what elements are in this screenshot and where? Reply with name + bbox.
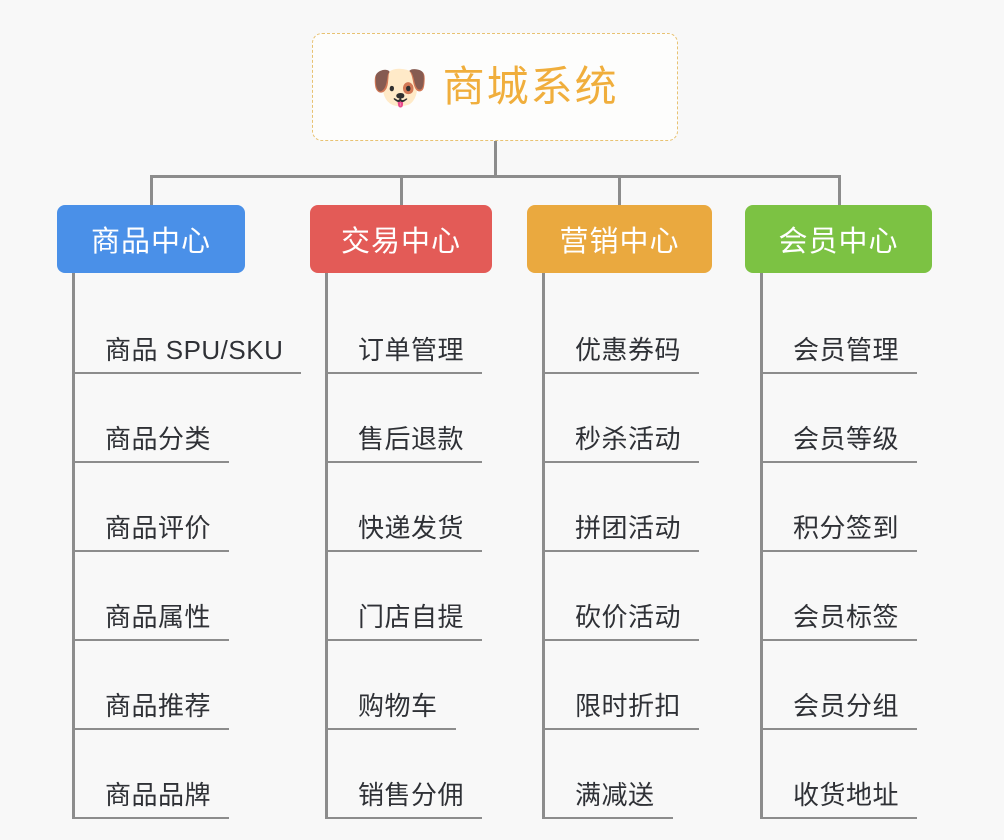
list-item-label: 快递发货 xyxy=(358,513,465,544)
list-item-label: 门店自提 xyxy=(358,602,465,633)
list-item[interactable]: 积分签到 xyxy=(763,463,932,552)
list-item[interactable]: 快递发货 xyxy=(328,463,492,552)
leaf-list-member: 会员管理 会员等级 积分签到 会员标签 会员分组 收货地址 xyxy=(760,273,932,819)
root-stem-connector xyxy=(494,141,497,177)
list-item[interactable]: 商品评价 xyxy=(75,463,245,552)
list-item[interactable]: 售后退款 xyxy=(328,374,492,463)
horizontal-bus-connector xyxy=(150,175,841,178)
list-item-label: 商品属性 xyxy=(105,602,212,633)
list-item-label: 秒杀活动 xyxy=(575,424,682,455)
list-item-label: 积分签到 xyxy=(793,513,900,544)
list-item-label: 商品品牌 xyxy=(105,780,212,811)
list-item-label: 拼团活动 xyxy=(575,513,682,544)
list-item-label: 商品分类 xyxy=(105,424,212,455)
list-item-label: 订单管理 xyxy=(358,335,465,366)
list-item[interactable]: 限时折扣 xyxy=(545,641,712,730)
list-item[interactable]: 砍价活动 xyxy=(545,552,712,641)
list-item-label: 收货地址 xyxy=(793,780,900,811)
list-item[interactable]: 订单管理 xyxy=(328,285,492,374)
category-header-trade[interactable]: 交易中心 xyxy=(310,205,492,273)
list-item-label: 优惠券码 xyxy=(575,335,682,366)
list-item-label: 销售分佣 xyxy=(358,780,465,811)
list-item-label: 会员等级 xyxy=(793,424,900,455)
category-label: 交易中心 xyxy=(340,226,461,258)
list-item[interactable]: 门店自提 xyxy=(328,552,492,641)
list-item-label: 限时折扣 xyxy=(575,691,682,722)
leaf-list-marketing: 优惠券码 秒杀活动 拼团活动 砍价活动 限时折扣 满减送 xyxy=(542,273,712,819)
list-item[interactable]: 拼团活动 xyxy=(545,463,712,552)
column-trade: 交易中心 订单管理 售后退款 快递发货 门店自提 购物车 销售分佣 xyxy=(310,205,492,819)
list-item-label: 商品评价 xyxy=(105,513,212,544)
category-label: 商品中心 xyxy=(90,226,211,258)
list-item[interactable]: 会员标签 xyxy=(763,552,932,641)
column-products: 商品中心 商品 SPU/SKU 商品分类 商品评价 商品属性 商品推荐 商品品牌 xyxy=(57,205,302,819)
list-item[interactable]: 满减送 xyxy=(545,730,712,819)
drop-connector-member xyxy=(838,175,841,207)
list-item[interactable]: 会员管理 xyxy=(763,285,932,374)
list-item-label: 商品 SPU/SKU xyxy=(105,335,284,366)
list-item[interactable]: 商品品牌 xyxy=(75,730,245,819)
list-item-label: 商品推荐 xyxy=(105,691,212,722)
leaf-list-products: 商品 SPU/SKU 商品分类 商品评价 商品属性 商品推荐 商品品牌 xyxy=(72,273,302,819)
category-label: 会员中心 xyxy=(778,226,899,258)
list-item[interactable]: 会员等级 xyxy=(763,374,932,463)
list-item[interactable]: 商品推荐 xyxy=(75,641,245,730)
column-marketing: 营销中心 优惠券码 秒杀活动 拼团活动 砍价活动 限时折扣 满减送 xyxy=(527,205,712,819)
list-item[interactable]: 收货地址 xyxy=(763,730,932,819)
list-item[interactable]: 会员分组 xyxy=(763,641,932,730)
list-item[interactable]: 商品属性 xyxy=(75,552,245,641)
list-item[interactable]: 商品 SPU/SKU xyxy=(75,285,302,374)
list-item[interactable]: 销售分佣 xyxy=(328,730,492,819)
list-item-label: 满减送 xyxy=(575,780,655,811)
list-item[interactable]: 优惠券码 xyxy=(545,285,712,374)
list-item-label: 购物车 xyxy=(358,691,438,722)
list-item-label: 售后退款 xyxy=(358,424,465,455)
column-member: 会员中心 会员管理 会员等级 积分签到 会员标签 会员分组 收货地址 xyxy=(745,205,932,819)
drop-connector-marketing xyxy=(618,175,621,207)
category-header-member[interactable]: 会员中心 xyxy=(745,205,932,273)
category-label: 营销中心 xyxy=(559,226,680,258)
list-item[interactable]: 秒杀活动 xyxy=(545,374,712,463)
list-item-label: 会员标签 xyxy=(793,602,900,633)
list-item-label: 会员管理 xyxy=(793,335,900,366)
root-title: 商城系统 xyxy=(442,63,619,110)
leaf-list-trade: 订单管理 售后退款 快递发货 门店自提 购物车 销售分佣 xyxy=(325,273,492,819)
category-header-marketing[interactable]: 营销中心 xyxy=(527,205,712,273)
category-header-products[interactable]: 商品中心 xyxy=(57,205,245,273)
list-item-label: 砍价活动 xyxy=(575,602,682,633)
list-item[interactable]: 商品分类 xyxy=(75,374,245,463)
dog-face-icon: 🐶 xyxy=(371,61,429,113)
drop-connector-products xyxy=(150,175,153,207)
list-item[interactable]: 购物车 xyxy=(328,641,492,730)
list-item-label: 会员分组 xyxy=(793,691,900,722)
root-node[interactable]: 🐶 商城系统 xyxy=(312,33,678,141)
drop-connector-trade xyxy=(400,175,403,207)
